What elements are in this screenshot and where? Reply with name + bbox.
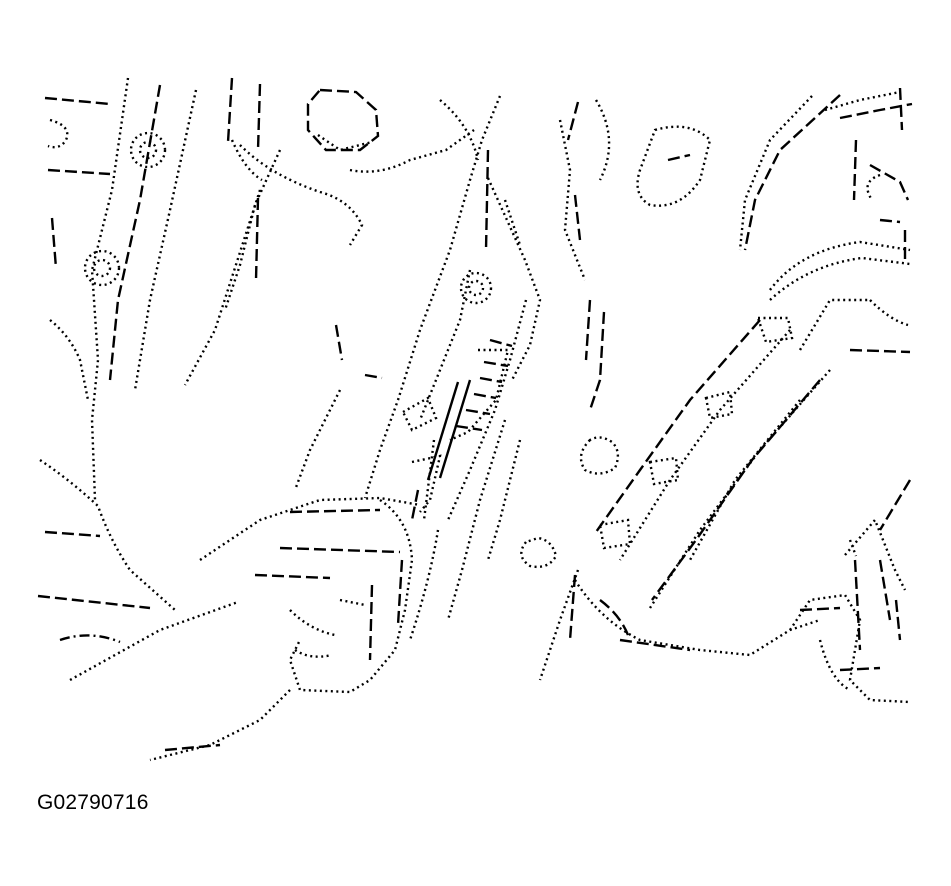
threaded-stud xyxy=(410,338,513,521)
exhaust-pipe xyxy=(595,240,912,651)
bolt-head-icon xyxy=(83,249,121,287)
lower-assembly xyxy=(149,436,911,762)
bolt-head-icon xyxy=(459,271,493,305)
flange-icon xyxy=(756,316,794,344)
left-housing xyxy=(37,77,263,682)
flange-icon xyxy=(648,456,680,486)
center-casting xyxy=(183,88,542,621)
bolt-head-icon xyxy=(129,131,167,169)
figure-id-label: G02790716 xyxy=(37,791,149,814)
right-upper-housing xyxy=(558,87,913,411)
flange-icon xyxy=(598,518,632,550)
flange-icon xyxy=(704,390,734,420)
